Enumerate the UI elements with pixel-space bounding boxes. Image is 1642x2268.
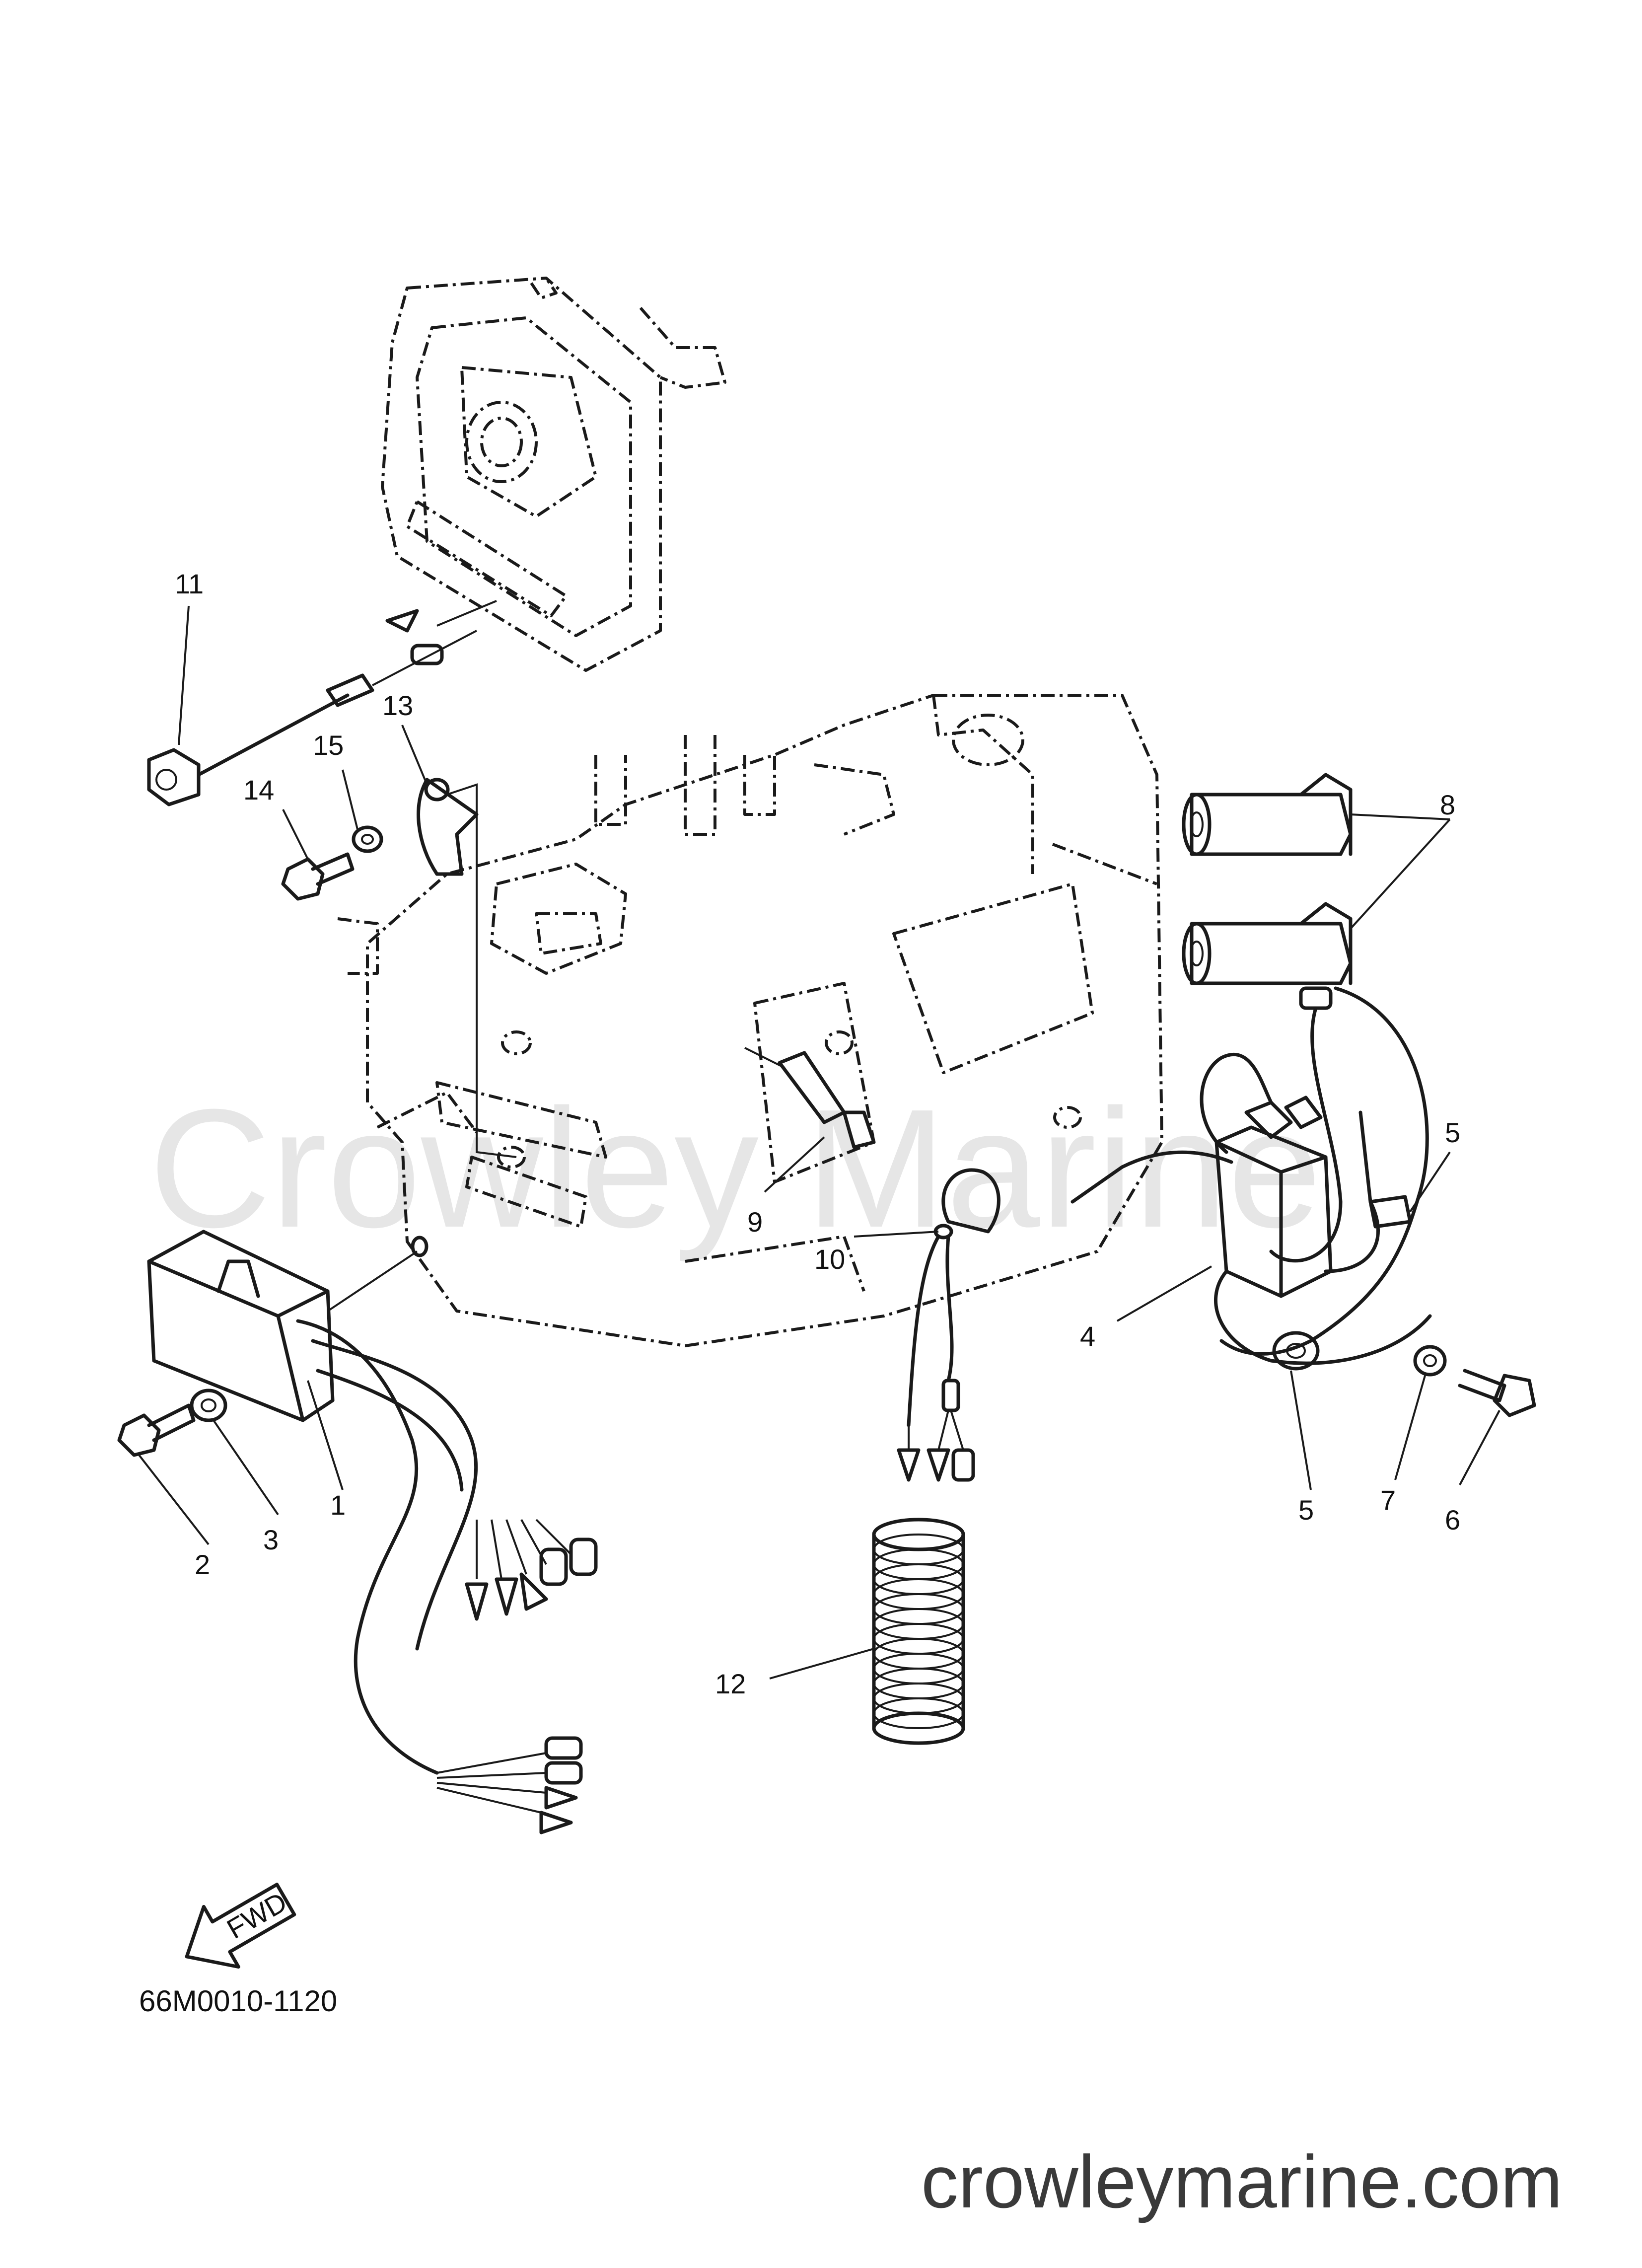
clamp-and-hardware (281, 778, 517, 1158)
thermo-sensor (744, 1047, 876, 1149)
bolt-and-washer-right (1413, 1345, 1536, 1417)
plug-caps-and-leads (1182, 773, 1429, 1371)
callout-2: 2 (195, 1549, 210, 1580)
flywheel-cover (381, 277, 726, 672)
callout-9: 9 (747, 1206, 763, 1238)
callout-labels: 11 13 15 14 8 5 9 10 4 5 7 6 1 3 2 12 (175, 568, 1460, 1699)
site-url[interactable]: crowleymarine.com (921, 2140, 1563, 2223)
callout-5b: 5 (1298, 1494, 1314, 1526)
pulser-lead (147, 600, 497, 806)
diagram-code: 66M0010-1120 (139, 1984, 337, 2018)
callout-6: 6 (1445, 1504, 1460, 1536)
watermark-text: Crowley Marine (149, 1074, 1322, 1263)
callout-3: 3 (263, 1524, 279, 1555)
callout-5a: 5 (1445, 1117, 1460, 1148)
callout-11: 11 (175, 568, 204, 599)
fwd-arrow-icon: FWD (185, 1883, 296, 1969)
callout-4: 4 (1080, 1320, 1095, 1352)
callout-10: 10 (814, 1244, 845, 1275)
callout-14: 14 (243, 774, 274, 805)
spiral-tube (872, 1518, 965, 1745)
bolt-and-washer (117, 1389, 227, 1457)
callout-7: 7 (1380, 1484, 1396, 1516)
sensor-cap-and-leads (897, 1168, 1000, 1482)
callout-8: 8 (1440, 789, 1455, 820)
callout-12: 12 (715, 1668, 746, 1699)
callout-1: 1 (330, 1489, 346, 1521)
cdi-unit (147, 1230, 598, 1834)
ignition-coil (1071, 1052, 1432, 1365)
leader-lines (138, 605, 1500, 1680)
callout-13: 13 (382, 690, 413, 721)
callout-15: 15 (313, 730, 344, 761)
